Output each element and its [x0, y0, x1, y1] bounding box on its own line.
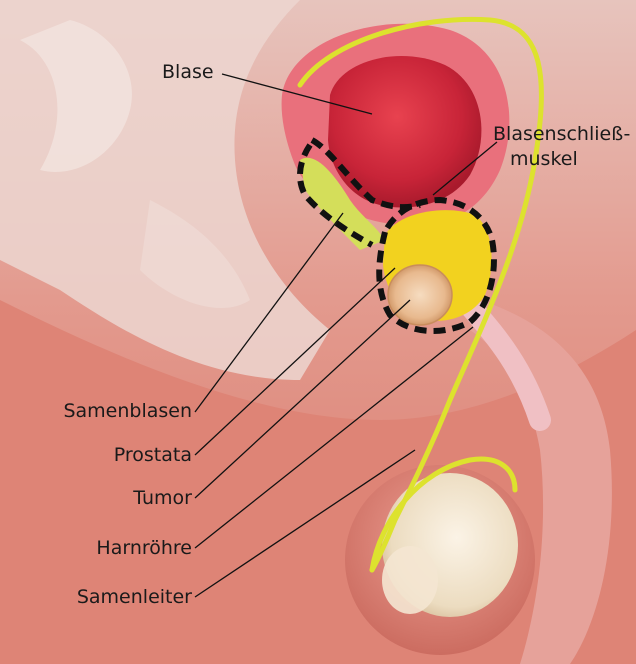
label-harnroehre: Harnröhre	[28, 537, 192, 559]
label-blasenschliessmuskel-line2: muskel	[510, 148, 578, 170]
bladder	[328, 56, 481, 207]
label-prostata: Prostata	[28, 444, 192, 466]
label-tumor: Tumor	[28, 487, 192, 509]
label-samenleiter: Samenleiter	[28, 586, 192, 608]
label-blasenschliessmuskel-line1: Blasenschließ-	[493, 123, 630, 145]
tumor	[388, 265, 452, 325]
epididymis	[382, 546, 438, 614]
label-samenblasen: Samenblasen	[28, 400, 192, 422]
label-blase: Blase	[162, 61, 214, 83]
